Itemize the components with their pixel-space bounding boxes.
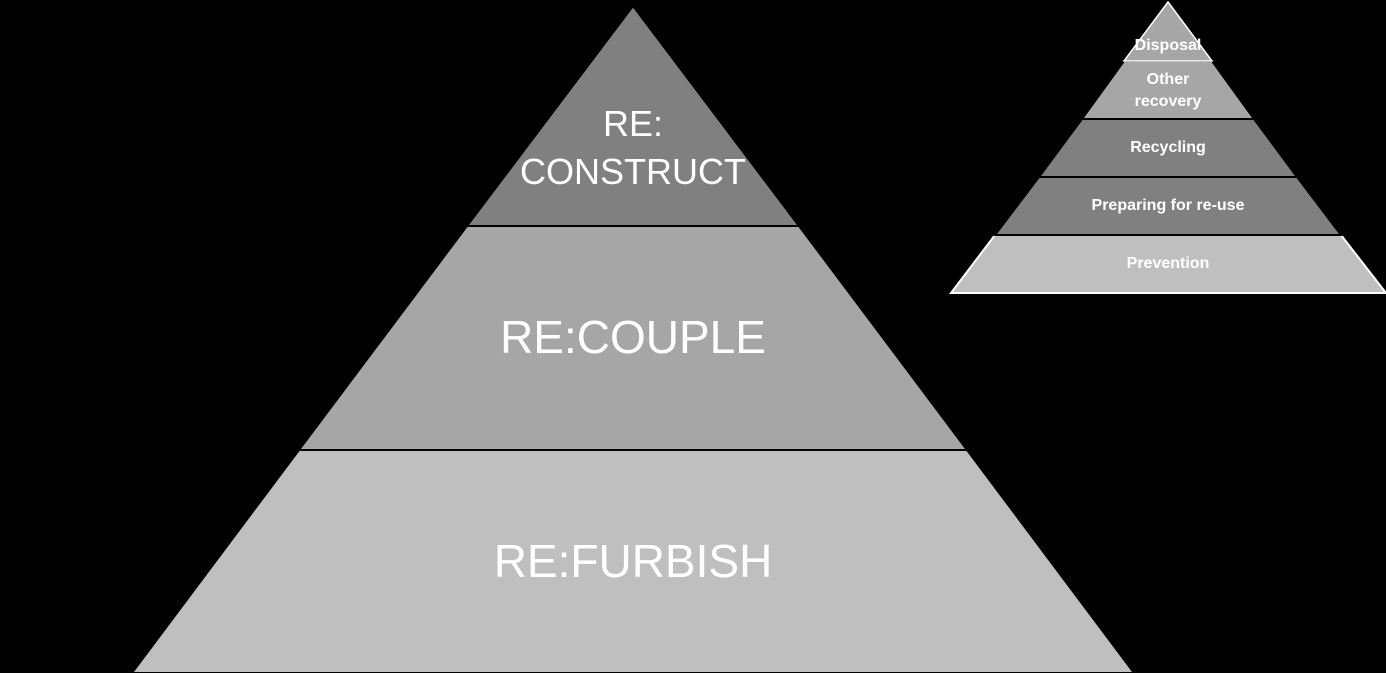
disposal-label: Disposal bbox=[1135, 37, 1202, 54]
tier-refurbish bbox=[130, 449, 1136, 673]
other-recovery-label-line2: recovery bbox=[1135, 93, 1202, 110]
preparing-for-reuse-label: Preparing for re-use bbox=[1092, 197, 1245, 214]
main-pyramid: RE: CONSTRUCT RE:COUPLE RE:FURBISH bbox=[130, 4, 1136, 673]
reconstruct-label-line1: RE: bbox=[603, 103, 663, 144]
waste-hierarchy-pyramid: Disposal Other recovery Recycling Prepar… bbox=[948, 0, 1386, 294]
tier-disposal bbox=[1122, 0, 1214, 62]
recouple-label: RE:COUPLE bbox=[500, 311, 766, 363]
other-recovery-label-line1: Other bbox=[1147, 71, 1190, 88]
reconstruct-label-line2: CONSTRUCT bbox=[520, 151, 746, 192]
refurbish-label: RE:FURBISH bbox=[494, 535, 773, 587]
prevention-label: Prevention bbox=[1127, 255, 1210, 272]
recycling-label: Recycling bbox=[1130, 139, 1206, 156]
